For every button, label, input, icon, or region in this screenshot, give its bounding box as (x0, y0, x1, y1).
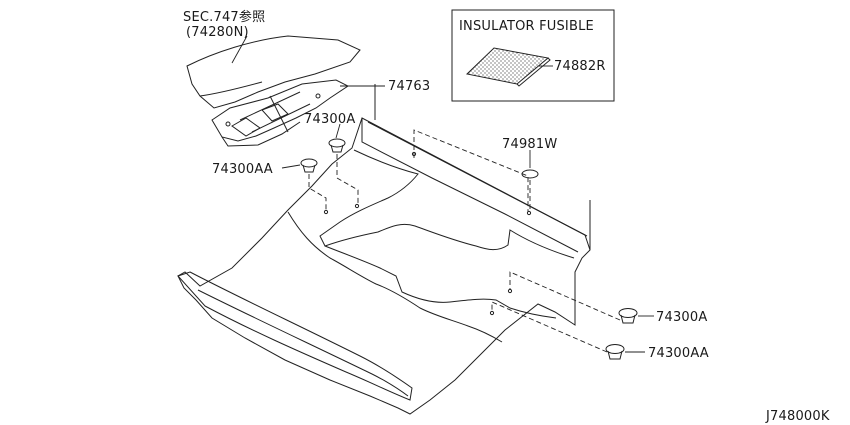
bracket-hole-1 (225, 121, 231, 127)
bracket-lower-edge (221, 121, 301, 147)
label-74300AA-left: 74300AA (212, 162, 273, 177)
clip-shank (330, 144, 344, 153)
carpet-contour-low (287, 211, 503, 343)
leader-74300A-top (335, 123, 341, 139)
leader-74280N (231, 35, 248, 64)
label-74300A-right: 74300A (656, 310, 707, 325)
clip-shank (302, 164, 316, 173)
carpet-contour-mid (324, 245, 557, 319)
clip-head (521, 169, 539, 179)
carpet-front-sill (177, 271, 413, 401)
clip-shank (620, 314, 636, 324)
bracket-rib-3 (269, 95, 289, 133)
dashed-path-74300A-top (336, 154, 359, 204)
mount-hole-6 (489, 310, 495, 316)
clip-head (328, 138, 346, 148)
carpet-rear-lip (361, 118, 579, 253)
clip-head (605, 344, 625, 354)
carpet-contour-upper (319, 149, 575, 259)
dashed-path-74300AA-right (491, 301, 608, 353)
label-74882R: 74882R (554, 59, 606, 74)
trunk-finisher-assembly (186, 35, 361, 109)
bracket-74763 (211, 79, 385, 147)
mount-hole-2 (323, 209, 329, 215)
bracket-rib-1 (239, 91, 301, 121)
dashed-guide-rear (413, 129, 529, 212)
bracket-hole-2 (315, 93, 321, 99)
dashed-path-74300A-right (509, 271, 621, 321)
bracket-slot-2 (261, 103, 289, 122)
clip-74300A-top (328, 123, 360, 209)
clip-74300AA-right (489, 301, 645, 360)
trunk-finisher-fold (199, 81, 263, 97)
label-74300AA-right: 74300AA (648, 346, 709, 361)
clip-head (300, 158, 318, 168)
clip-74300AA-left (281, 158, 329, 215)
insulator-pad-edge (516, 57, 551, 87)
mount-hole-4 (411, 151, 417, 157)
label-sec-ref: SEC.747参照 (183, 9, 265, 25)
bracket-body (211, 79, 349, 142)
carpet-rear-crease (367, 121, 588, 237)
floor-carpet (177, 84, 591, 415)
clip-74300A-right (507, 271, 654, 324)
label-74763: 74763 (388, 79, 430, 94)
mount-hole-1 (354, 203, 360, 209)
leader-74300AA-left (281, 164, 301, 169)
diagram-code: J748000K (765, 409, 830, 424)
mount-hole-5 (507, 288, 513, 294)
carpet-outline (177, 117, 591, 415)
clip-shank (607, 350, 623, 360)
inset-insulator-fusible: INSULATOR FUSIBLE 74882R (451, 9, 615, 102)
inset-frame (451, 9, 615, 102)
label-74280N: (74280N) (186, 25, 249, 40)
label-74300A-top: 74300A (304, 112, 355, 127)
clip-head (618, 308, 638, 318)
mount-hole-3 (526, 210, 532, 216)
label-74981W: 74981W (502, 137, 557, 152)
carpet-sill-crease (197, 289, 409, 397)
insulator-pad-shape (465, 47, 550, 85)
inset-title: INSULATOR FUSIBLE (459, 19, 594, 34)
